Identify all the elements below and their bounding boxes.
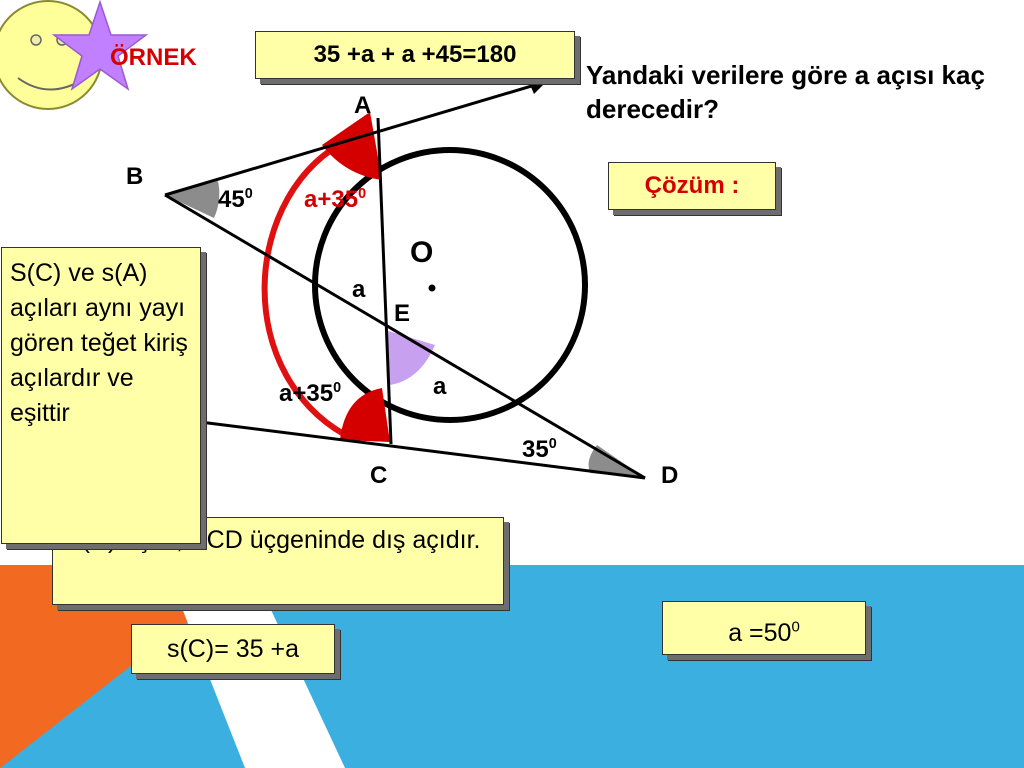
answer-text: a =500 [728,619,800,648]
answer-box: a =500 [662,601,866,655]
angle-label-a-left: a [352,276,366,303]
solution-label-text: Çözüm : [644,172,740,199]
label-point-a: A [354,92,372,119]
chord-a-c [376,117,393,445]
solution-label-box: Çözüm : [608,162,776,210]
question-text: Yandaki verilere göre a açısı kaç derece… [586,60,985,124]
angle-a-top-wedge [322,112,382,180]
red-arc [261,135,357,443]
angle-label-d: 350 [522,436,557,463]
line-c-to-d [199,420,646,480]
tangent-chord-note: S(C) ve s(A) açıları aynı yayı gören teğ… [1,247,201,544]
tangent-chord-text: S(C) ve s(A) açıları aynı yayı gören teğ… [10,259,188,427]
label-point-e: E [394,300,411,327]
star-icon [51,0,149,91]
line-b-to-d [164,193,646,480]
equation-box: 35 +a + a +45=180 [255,31,575,79]
angle-a-bottom-wedge [340,388,390,442]
center-o-dot [428,284,436,292]
angle-e-wedge [385,330,435,385]
equation-text: 35 +a + a +45=180 [313,41,517,68]
angle-label-a-bottom: a+350 [279,380,342,407]
label-center-o: O [410,236,434,269]
angle-label-a-right: a [433,373,447,400]
angle-label-a-top: a+350 [304,186,367,213]
line-b-to-a [164,80,546,197]
label-point-b: B [126,163,144,190]
sc-equation-box: s(C)= 35 +a [131,624,335,674]
example-title: ÖRNEK [110,44,197,71]
angle-b-wedge [165,181,220,218]
sc-equation-text: s(C)= 35 +a [166,635,299,663]
arrow-head-icon [528,80,548,94]
label-point-c: C [370,462,388,489]
angle-label-b: 450 [218,186,253,213]
label-point-d: D [661,462,679,489]
